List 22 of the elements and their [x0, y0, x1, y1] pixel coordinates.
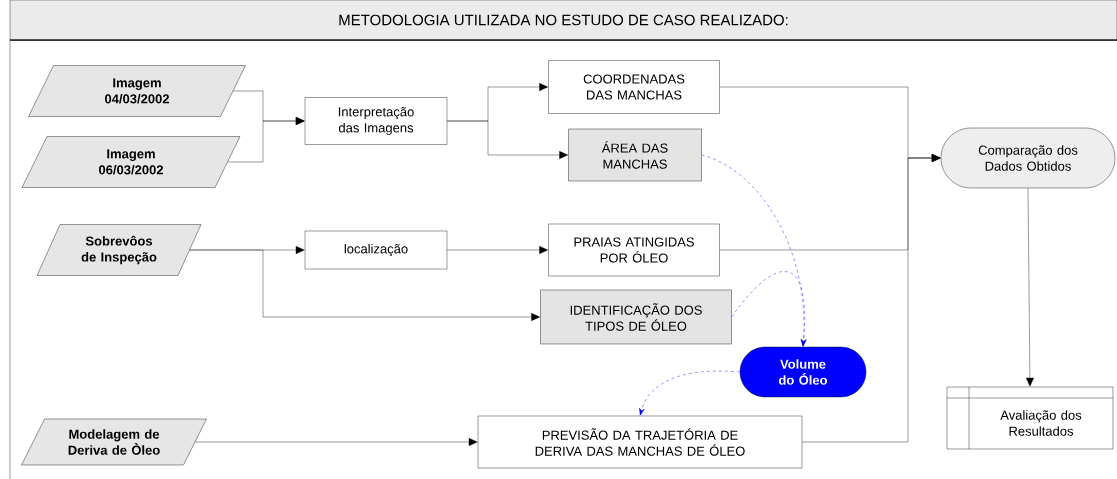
input-parallelogram: Imagem 04/03/2002: [28, 65, 246, 117]
process-box: PREVISÃO DA TRAJETÓRIA DE DERIVA DAS MANCHAS DE ÓLEO: [477, 415, 803, 469]
table-box: Avaliação dos Resultados: [946, 386, 1114, 450]
process-box: Interpretação das Imagens: [304, 97, 448, 145]
arrow: [802, 154, 941, 443]
process-box: IDENTIFICAÇÃO DOS TIPOS DE ÓLEO: [540, 289, 732, 345]
input-parallelogram: Sobrevôos de Inspeção: [36, 224, 202, 276]
arrow: [195, 438, 478, 446]
arrow: [731, 271, 807, 347]
process-box: PRAIAS ATINGIDAS POR ÓLEO: [548, 223, 720, 277]
arrow: [189, 249, 540, 321]
title-band: METODOLOGIA UTILIZADA NO ESTUDO DE CASO REALIZADO:: [9, 0, 1117, 41]
arrow: [1025, 188, 1034, 387]
process-box: localização: [304, 230, 448, 270]
input-parallelogram: Imagem 06/03/2002: [21, 136, 241, 188]
arrow: [447, 120, 568, 159]
arrow: [639, 370, 740, 416]
input-parallelogram: Modelagem de Deriva de Òleo: [21, 418, 207, 466]
arrow: [447, 246, 548, 254]
process-box: ÁREA DAS MANCHAS: [568, 128, 702, 182]
process-box: COORDENADAS DAS MANCHAS: [548, 60, 720, 114]
arrow: [227, 117, 305, 163]
